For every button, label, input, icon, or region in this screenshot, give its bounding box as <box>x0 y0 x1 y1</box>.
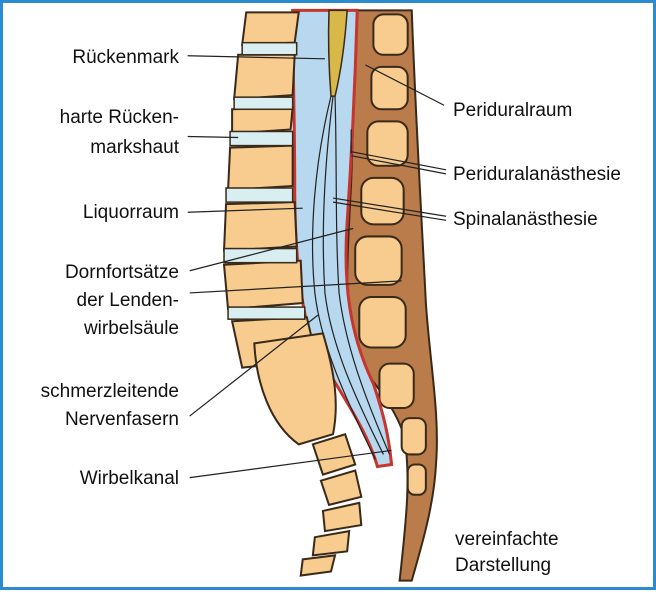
label-rueckenmark: Rückenmark <box>33 46 179 69</box>
label-dornfortsaetze-line1: Dornfortsätze <box>23 261 179 284</box>
label-periduralanaesthesie: Periduralanästhesie <box>453 163 621 186</box>
label-dornfortsaetze-line2: der Lenden- <box>23 289 179 312</box>
label-harte-rueckenmarkshaut-line2: markshaut <box>23 136 179 159</box>
label-liquorraum: Liquorraum <box>23 201 179 224</box>
note-line2: Darstellung <box>455 554 551 577</box>
label-harte-rueckenmarkshaut-line1: harte Rücken- <box>23 106 179 129</box>
label-dornfortsaetze-line3: wirbelsäule <box>23 317 179 340</box>
note-line1: vereinfachte <box>455 528 559 551</box>
label-spinalanaesthesie: Spinalanästhesie <box>453 208 598 231</box>
label-schmerzleitende-nervenfasern-line2: Nervenfasern <box>11 408 179 431</box>
label-wirbelkanal: Wirbelkanal <box>23 467 179 490</box>
label-schmerzleitende-nervenfasern-line1: schmerzleitende <box>11 380 179 403</box>
label-periduralraum: Periduralraum <box>453 99 572 122</box>
